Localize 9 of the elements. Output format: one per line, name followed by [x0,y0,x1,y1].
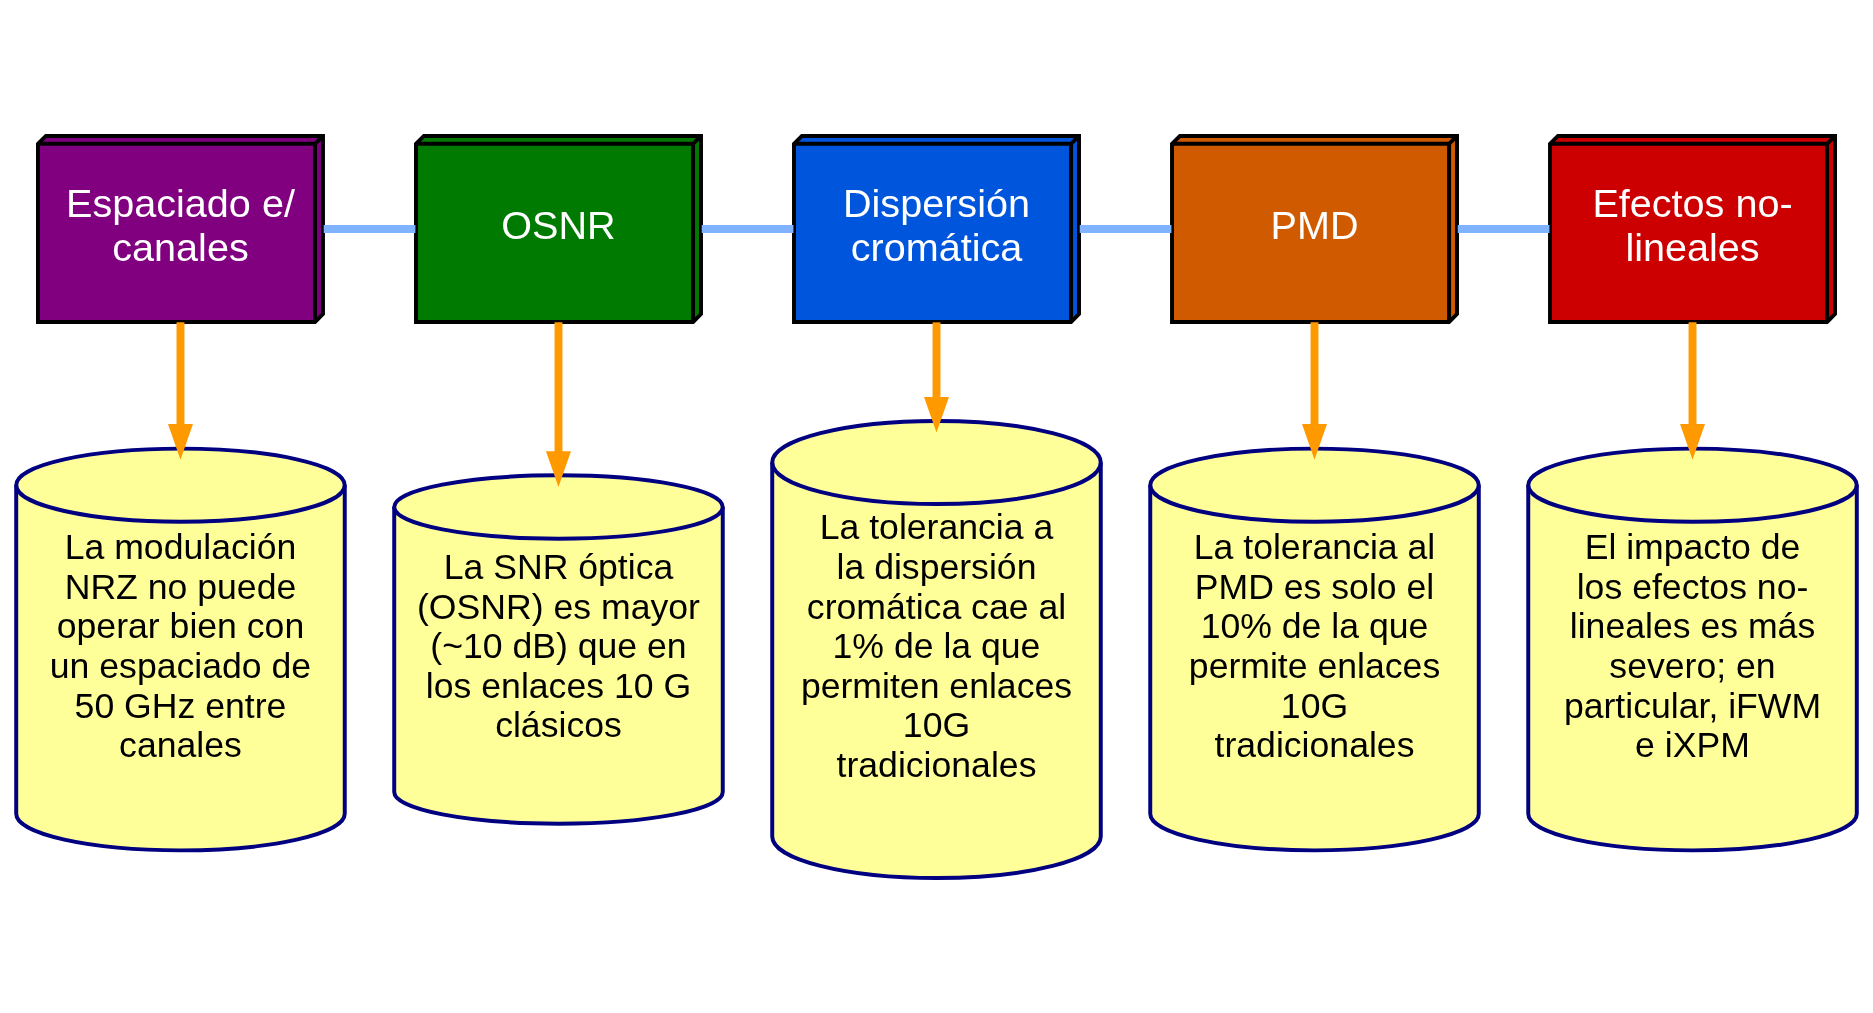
arrow [167,321,193,460]
connector [323,224,416,233]
arrow [1680,321,1706,460]
arrow [1302,321,1328,460]
connector [1079,224,1172,233]
arrow [545,321,571,487]
connector [701,224,794,233]
arrow [924,321,949,433]
connector [1457,224,1550,233]
